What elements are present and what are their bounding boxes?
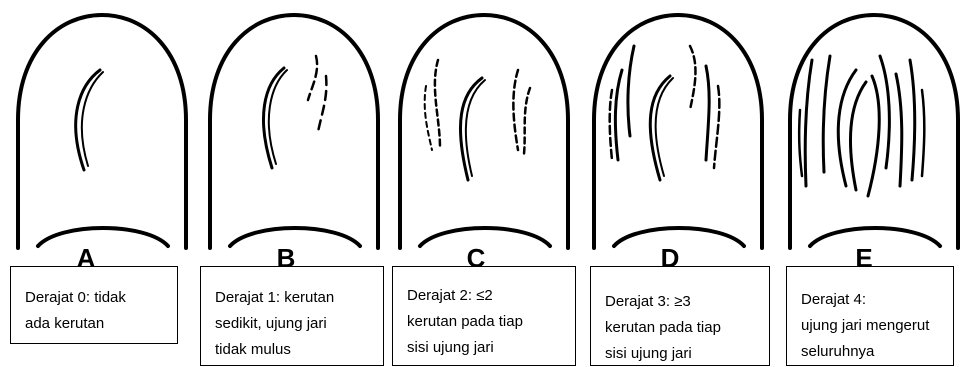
caption-a-line-1: Derajat 0: tidak [25, 285, 163, 311]
caption-c-line-2: kerutan pada tiap [407, 309, 561, 335]
caption-d-line-2: kerutan pada tiap [605, 315, 755, 341]
caption-box-c: Derajat 2: ≤2 kerutan pada tiap sisi uju… [392, 266, 576, 366]
caption-d-line-3: sisi ujung jari [605, 341, 755, 367]
fingertip-a [18, 15, 186, 248]
caption-e-line-3: seluruhnya [801, 339, 939, 365]
caption-a-line-2: ada kerutan [25, 311, 163, 337]
fingertip-illustrations [0, 0, 960, 270]
caption-b-line-3: tidak mulus [215, 337, 369, 363]
caption-e-line-2: ujung jari mengerut [801, 313, 939, 339]
caption-box-b: Derajat 1: kerutan sedikit, ujung jari t… [200, 266, 384, 366]
caption-b-line-2: sedikit, ujung jari [215, 311, 369, 337]
fingertip-c [400, 15, 568, 248]
caption-box-e: Derajat 4: ujung jari mengerut seluruhny… [786, 266, 954, 366]
fingertip-b [210, 15, 378, 248]
fingertip-d [594, 15, 762, 248]
caption-box-d: Derajat 3: ≥3 kerutan pada tiap sisi uju… [590, 266, 770, 366]
caption-c-line-1: Derajat 2: ≤2 [407, 283, 561, 309]
caption-d-line-1: Derajat 3: ≥3 [605, 289, 755, 315]
caption-e-line-1: Derajat 4: [801, 287, 939, 313]
caption-b-line-1: Derajat 1: kerutan [215, 285, 369, 311]
caption-box-a: Derajat 0: tidak ada kerutan [10, 266, 178, 344]
fingertip-e [790, 15, 958, 248]
caption-c-line-3: sisi ujung jari [407, 335, 561, 361]
